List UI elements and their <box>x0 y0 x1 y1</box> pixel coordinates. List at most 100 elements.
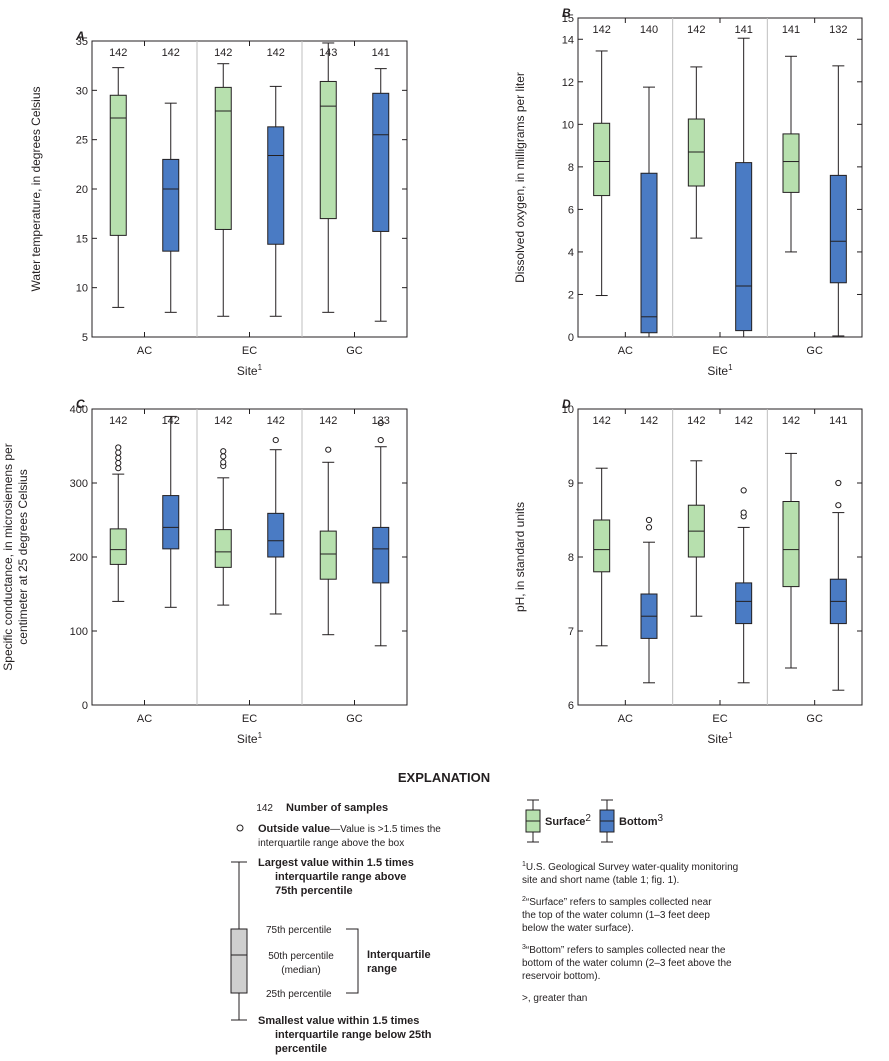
explanation-heading: EXPLANATION <box>398 770 490 785</box>
x-category-label: EC <box>712 345 727 357</box>
iqr-box <box>162 495 180 550</box>
outside-value <box>835 502 842 509</box>
y-tick-label: 2 <box>568 289 574 301</box>
y-tick-label: 4 <box>568 247 574 259</box>
legend-surface: Surface2 <box>525 799 591 843</box>
x-category-label: GC <box>806 345 823 357</box>
iqr-box <box>267 126 285 245</box>
sample-count: 142 <box>214 415 232 427</box>
key-outside-value-marker <box>236 824 244 832</box>
key-outside-value-text: Outside value—Value is >1.5 times the <box>258 823 441 835</box>
x-category-label: AC <box>137 713 152 725</box>
y-tick-label: 15 <box>562 13 574 25</box>
y-tick-label: 10 <box>562 404 574 416</box>
y-tick-label: 10 <box>562 119 574 131</box>
surface-box-ac: 142 <box>109 415 127 602</box>
outside-value <box>645 524 653 531</box>
outside-value <box>115 449 122 456</box>
surface-box-gc: 141 <box>782 24 800 253</box>
bottom-box-gc: 133 <box>372 415 390 647</box>
y-axis-label: pH, in standard units <box>513 502 527 612</box>
y-tick-label: 20 <box>76 184 88 196</box>
iqr-box <box>319 530 337 580</box>
x-axis-label: Site1 <box>707 731 733 746</box>
x-category-label: EC <box>712 713 727 725</box>
sample-count: 142 <box>734 415 752 427</box>
surface-box-gc: 142 <box>319 415 337 636</box>
y-tick-label: 25 <box>76 135 88 147</box>
sample-count: 142 <box>687 415 705 427</box>
surface-box-gc: 143 <box>319 42 337 313</box>
iqr-box <box>372 526 390 584</box>
outside-value <box>272 436 279 444</box>
plot-frame <box>577 17 863 338</box>
iqr-box <box>593 122 611 197</box>
y-tick-label: 0 <box>82 700 88 712</box>
key-largest-line3: 75th percentile <box>275 885 353 897</box>
x-category-label: GC <box>806 713 823 725</box>
panel-letter: B <box>562 6 571 20</box>
outside-value <box>377 419 384 427</box>
key-outside-value-line2: interquartile range above the box <box>258 838 404 849</box>
sample-count: 142 <box>319 415 337 427</box>
sample-count: 142 <box>109 47 127 59</box>
sample-count: 140 <box>640 24 658 36</box>
surface-box-ac: 142 <box>592 415 611 647</box>
footnote-3-line: bottom of the water column (2–3 feet abo… <box>522 958 732 969</box>
sample-count: 141 <box>734 24 752 36</box>
x-category-label: AC <box>618 713 633 725</box>
plot-frame <box>577 408 863 706</box>
sample-count: 142 <box>267 47 285 59</box>
legend-surface-label: Surface2 <box>545 813 591 828</box>
footnote-1-line: 1U.S. Geological Survey water-quality mo… <box>522 861 738 873</box>
outside-value <box>220 448 227 455</box>
panel-letter: C <box>76 397 85 411</box>
bottom-box-ec: 142 <box>734 415 753 684</box>
iqr-box <box>687 118 705 187</box>
key-outside-value-bold: Outside value <box>258 823 330 835</box>
key-iqr-label-line1: Interquartile <box>367 949 431 961</box>
outside-value <box>377 436 384 444</box>
y-tick-label: 14 <box>562 34 574 46</box>
legend-bottom: Bottom3 <box>599 799 664 843</box>
sample-count: 142 <box>687 24 705 36</box>
bottom-box-gc: 141 <box>372 47 390 322</box>
y-tick-label: 10 <box>76 283 88 295</box>
key-median-label: (median) <box>281 965 320 976</box>
x-axis-label: Site1 <box>707 363 733 378</box>
bottom-box-ec: 141 <box>734 24 753 338</box>
iqr-box <box>214 529 232 568</box>
surface-box-ec: 142 <box>214 415 232 606</box>
outside-value <box>220 453 227 460</box>
bottom-box-ac: 142 <box>162 415 180 608</box>
y-axis-label: Dissolved oxygen, in milligrams per lite… <box>513 72 527 283</box>
iqr-box <box>214 86 232 230</box>
iqr-box <box>162 158 180 252</box>
surface-box-ec: 142 <box>214 47 232 317</box>
y-axis-label-line2: centimeter at 25 degrees Celsius <box>16 469 30 644</box>
iqr-box <box>829 174 847 284</box>
panel-letter: D <box>562 397 571 411</box>
x-category-label: AC <box>137 345 152 357</box>
key-smallest-line1: Smallest value within 1.5 times <box>258 1015 419 1027</box>
y-axis-label: Specific conductance, in microsiemens pe… <box>1 443 15 670</box>
footnote-3-line: 3“Bottom” refers to samples collected ne… <box>522 944 726 956</box>
key-p75-label: 75th percentile <box>266 925 332 936</box>
y-tick-label: 200 <box>70 552 88 564</box>
footnote-1-line: site and short name (table 1; fig. 1). <box>522 875 679 886</box>
iqr-box <box>640 172 658 334</box>
y-tick-label: 8 <box>568 162 574 174</box>
sample-count: 141 <box>829 415 847 427</box>
explanation: EXPLANATION 142 Number of samples Outsid… <box>230 770 738 1055</box>
iqr-box <box>109 94 127 236</box>
sample-count: 133 <box>372 415 390 427</box>
sample-count: 142 <box>267 415 285 427</box>
outside-value <box>740 509 747 516</box>
sample-count: 142 <box>109 415 127 427</box>
x-axis-label: Site1 <box>237 363 263 378</box>
outside-value <box>645 516 653 524</box>
